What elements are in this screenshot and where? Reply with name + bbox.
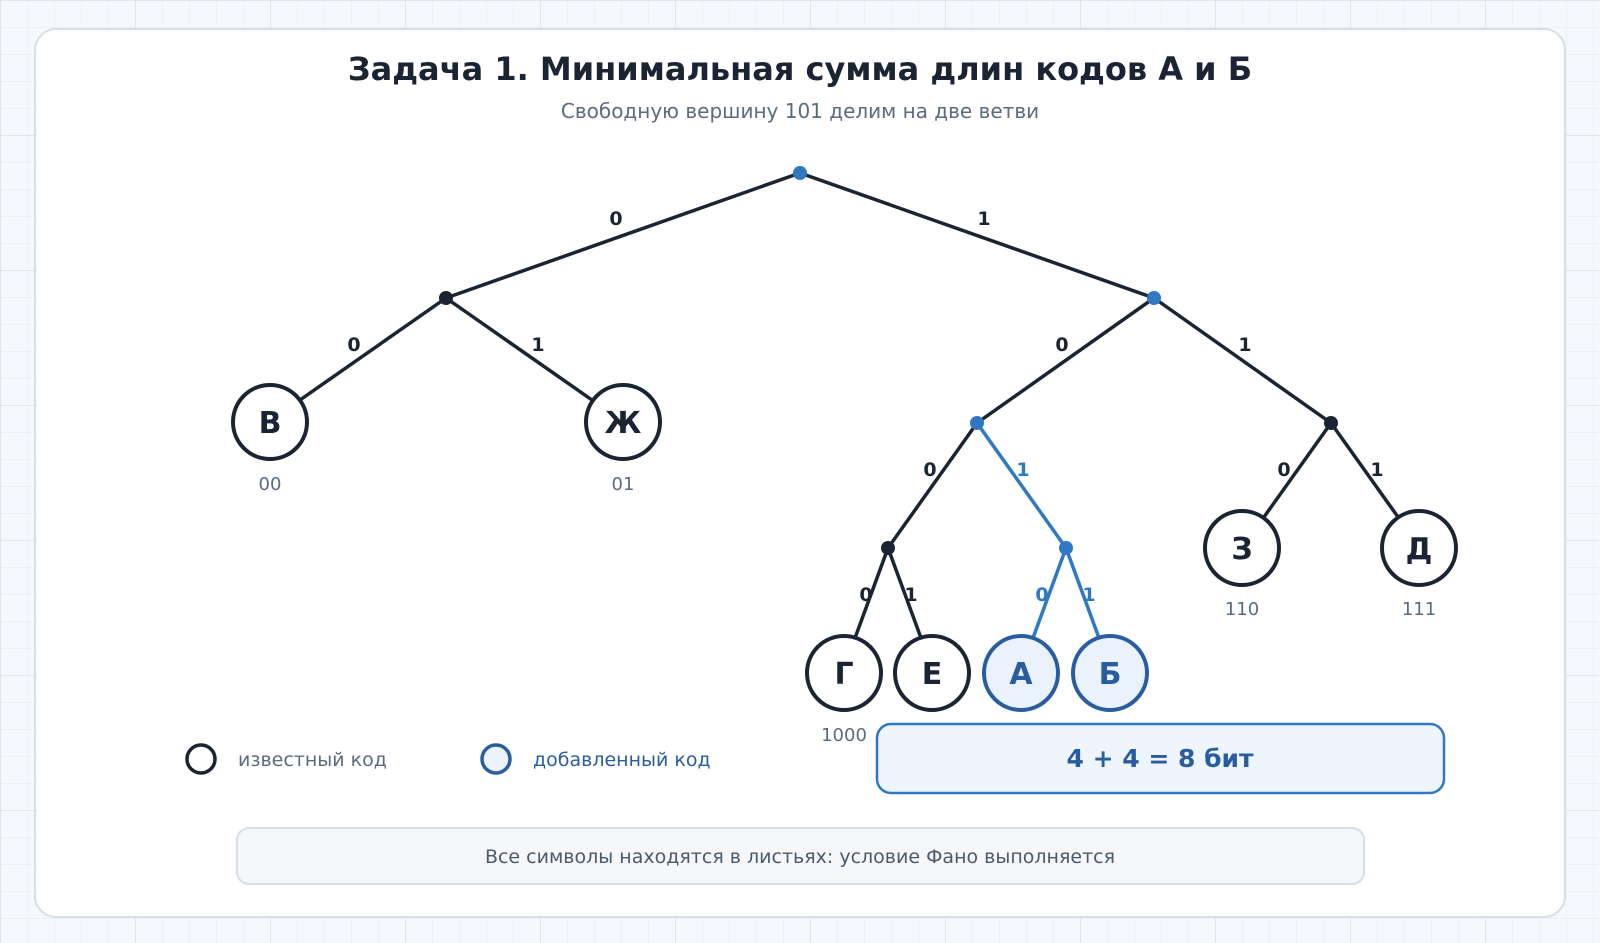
edge-label-11-1: 1 — [1370, 459, 1383, 481]
edge-label-root-0: 0 — [609, 208, 622, 230]
node-101 — [1059, 541, 1073, 555]
leaf-d-code: 111 — [1402, 599, 1436, 620]
edge-1-0 — [975, 296, 1156, 425]
edge-label-101-1: 1 — [1082, 584, 1095, 606]
sum-box — [875, 722, 1446, 795]
note-box — [236, 827, 1365, 885]
edge-label-0-0: 0 — [347, 334, 360, 356]
leaf-g — [805, 634, 883, 712]
edge-label-root-1: 1 — [977, 208, 990, 230]
edge-label-101-0: 0 — [1035, 584, 1048, 606]
leaf-a — [982, 634, 1060, 712]
leaf-zh-label: Ж — [605, 406, 642, 441]
edge-label-1-1: 1 — [1238, 334, 1251, 356]
edge-label-100-1: 1 — [904, 584, 917, 606]
leaf-d — [1380, 509, 1458, 587]
leaf-g-code: 1000 — [821, 725, 867, 746]
legend-known-label: известный код — [238, 749, 387, 771]
legend-added-swatch — [480, 743, 512, 775]
edge-10-1 — [975, 421, 1068, 550]
edge-100-0 — [853, 546, 890, 640]
edge-0-1 — [444, 296, 594, 402]
leaf-b-label: Б — [1099, 657, 1122, 692]
edge-label-10-0: 0 — [923, 459, 936, 481]
edge-label-11-0: 0 — [1277, 459, 1290, 481]
leaf-d-label: Д — [1406, 532, 1433, 567]
leaf-zh — [584, 383, 662, 461]
leaf-v — [231, 383, 309, 461]
edge-label-1-0: 0 — [1055, 334, 1068, 356]
edge-100-1 — [886, 546, 923, 640]
node-1 — [1147, 291, 1161, 305]
edge-1-1 — [1152, 296, 1333, 425]
node-0 — [439, 291, 453, 305]
node-11 — [1324, 416, 1338, 430]
edge-root-0 — [444, 171, 802, 300]
node-100 — [881, 541, 895, 555]
edge-label-10-1: 1 — [1016, 459, 1029, 481]
edge-root-1 — [798, 171, 1156, 300]
leaf-a-label: А — [1009, 657, 1033, 692]
edge-0-0 — [298, 296, 448, 402]
leaf-z-code: 110 — [1225, 599, 1259, 620]
leaf-zh-code: 01 — [612, 474, 635, 495]
leaf-v-code: 00 — [259, 474, 282, 495]
leaf-z — [1203, 509, 1281, 587]
leaf-e — [893, 634, 971, 712]
leaf-b — [1071, 634, 1149, 712]
note-text: Все символы находятся в листьях: условие… — [485, 846, 1115, 868]
node-root — [793, 166, 807, 180]
leaf-z-label: З — [1231, 532, 1252, 567]
edge-101-1 — [1064, 546, 1101, 640]
leaf-g-label: Г — [834, 657, 853, 692]
edge-label-100-0: 0 — [859, 584, 872, 606]
diagram-subtitle: Свободную вершину 101 делим на две ветви — [561, 99, 1039, 123]
edge-10-0 — [886, 421, 979, 550]
node-10 — [970, 416, 984, 430]
sum-box-text: 4 + 4 = 8 бит — [1066, 744, 1254, 773]
diagram-title: Задача 1. Минимальная сумма длин кодов А… — [348, 50, 1252, 88]
edge-11-1 — [1329, 421, 1400, 519]
legend-known-swatch — [185, 743, 217, 775]
leaf-e-label: Е — [922, 657, 943, 692]
leaf-v-label: В — [259, 406, 282, 441]
edge-101-0 — [1031, 546, 1068, 640]
legend-added-label: добавленный код — [533, 749, 711, 771]
edge-11-0 — [1262, 421, 1333, 519]
edge-label-0-1: 1 — [531, 334, 544, 356]
